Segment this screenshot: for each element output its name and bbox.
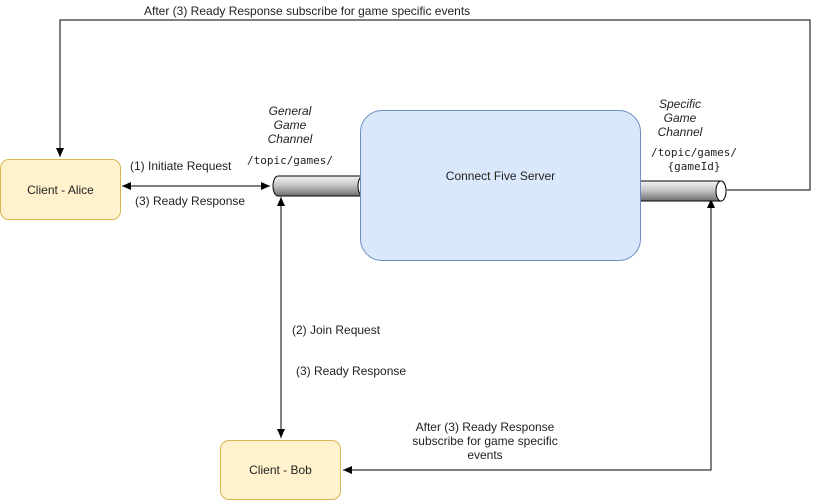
specific-channel-title: Specific Game Channel — [640, 97, 720, 139]
edge-top-loop — [56, 19, 811, 191]
general-channel-title: General Game Channel — [250, 104, 330, 146]
client-alice: Client - Alice — [0, 159, 121, 220]
specific-channel-title-2: Game — [663, 111, 697, 125]
general-channel-title-3: Channel — [267, 132, 313, 146]
connect-five-server: Connect Five Server — [360, 110, 641, 261]
specific-channel-title-1: Specific — [658, 97, 702, 111]
bob-subscribe-line-1: After (3) Ready Response — [415, 420, 555, 434]
initiate-request-label: (1) Initiate Request — [130, 159, 232, 173]
bob-label: Client - Bob — [249, 463, 312, 477]
bob-ready-response-label: (3) Ready Response — [296, 364, 407, 378]
specific-channel-path-2: {gameId} — [667, 160, 721, 173]
general-channel-title-2: Game — [273, 118, 307, 132]
alice-label: Client - Alice — [27, 182, 94, 197]
specific-channel-cylinder — [632, 180, 727, 202]
server-label: Connect Five Server — [445, 168, 556, 183]
general-channel-cylinder — [272, 175, 369, 197]
alice-ready-response-label: (3) Ready Response — [135, 194, 246, 208]
specific-channel-path-1: /topic/games/ — [650, 146, 738, 159]
general-channel-title-1: General — [268, 104, 312, 118]
client-bob: Client - Bob — [220, 440, 341, 500]
join-request-label: (2) Join Request — [292, 323, 381, 337]
bob-subscribe-label: After (3) Ready Response subscribe for g… — [400, 420, 570, 462]
top-loop-label: After (3) Ready Response subscribe for g… — [144, 4, 471, 18]
bob-subscribe-line-3: events — [467, 448, 503, 462]
specific-channel-path: /topic/games/ {gameId} — [644, 146, 744, 174]
edge-specific-bob — [343, 199, 715, 474]
general-channel-path: /topic/games/ — [246, 154, 334, 167]
bob-subscribe-line-2: subscribe for game specific — [412, 434, 558, 448]
specific-channel-title-3: Channel — [657, 125, 703, 139]
